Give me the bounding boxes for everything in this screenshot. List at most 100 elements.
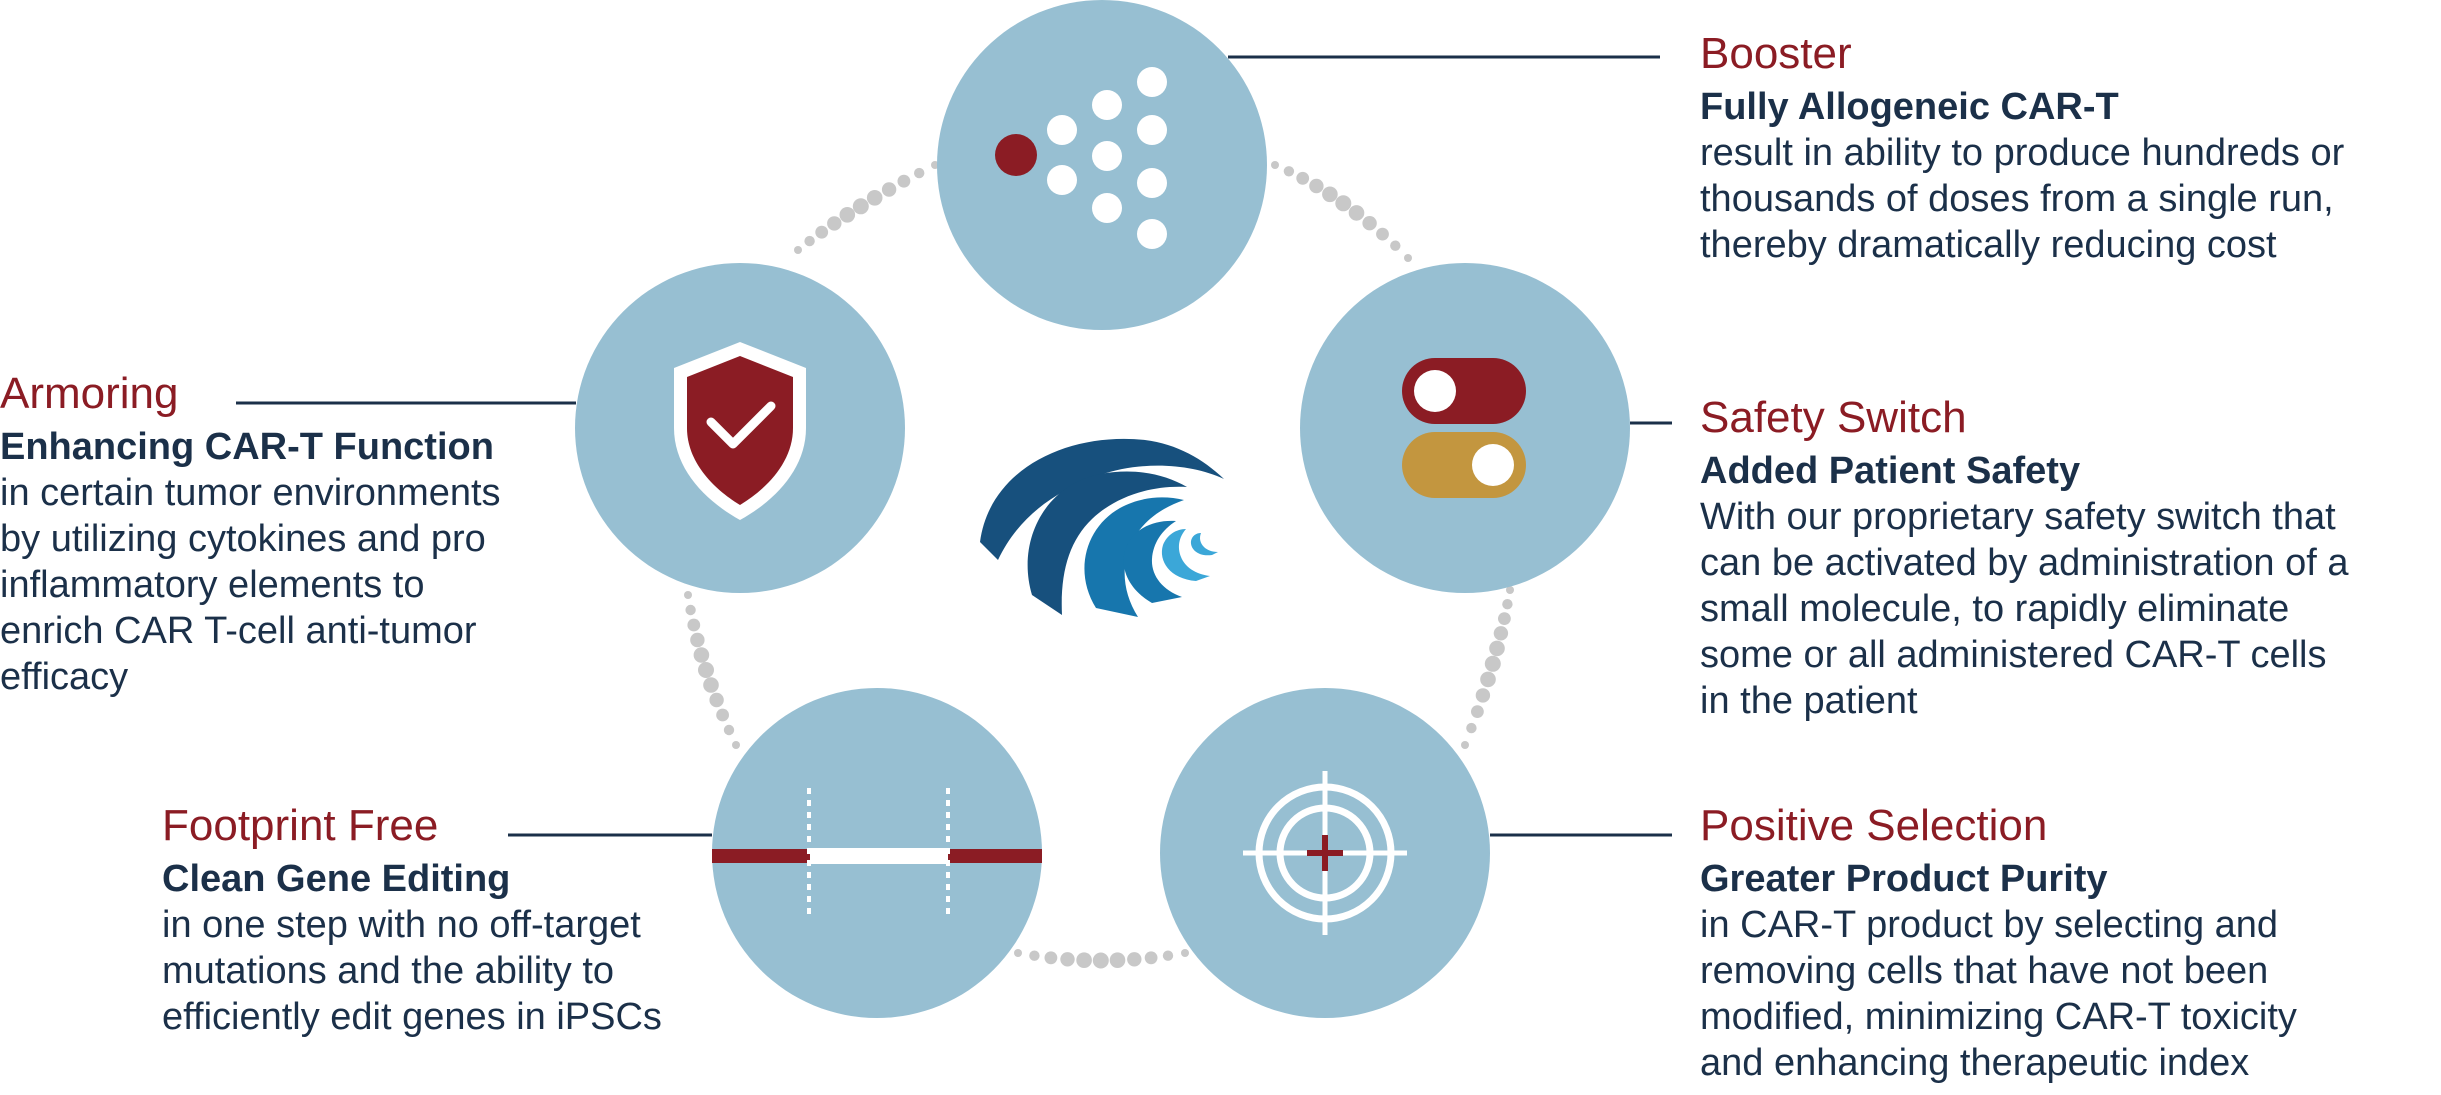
connector-dot	[852, 198, 869, 215]
connector-dot	[687, 618, 701, 632]
connector-dot	[1404, 254, 1412, 262]
connector-dot	[1390, 240, 1401, 251]
connector-dot	[1060, 952, 1075, 967]
dotted-connectors	[684, 161, 1514, 969]
description-line: thousands of doses from a single run,	[1700, 178, 2334, 220]
circle-safety	[1300, 263, 1630, 593]
feature-description: With our proprietary safety switch that …	[1700, 494, 2349, 724]
connector-dot	[1109, 952, 1126, 968]
connector-dot	[804, 235, 815, 247]
shield-check-icon	[674, 342, 806, 520]
connector-dot	[897, 174, 911, 188]
connector-dot	[931, 161, 939, 169]
feature-circles	[575, 0, 1630, 1018]
target-crosshair-icon	[1243, 771, 1407, 935]
feature-description: in one step with no off-target mutations…	[162, 902, 662, 1040]
description-line: inflammatory elements to	[0, 564, 425, 606]
feature-subtitle: Enhancing CAR-T Function	[0, 426, 494, 468]
description-line: With our proprietary safety switch that	[1700, 496, 2336, 538]
leader-lines	[236, 55, 1672, 837]
connector-dot	[1092, 952, 1109, 969]
description-line: efficacy	[0, 656, 129, 698]
description-line: in one step with no off-target	[162, 904, 641, 946]
connector-dot	[1506, 586, 1514, 594]
connector-dot	[1271, 161, 1279, 169]
feature-title: Armoring	[0, 369, 179, 418]
connector-dot	[685, 604, 696, 616]
description-line: removing cells that have not been	[1700, 950, 2269, 992]
description-line: mutations and the ability to	[162, 950, 615, 992]
feature-safety-switch: Safety Switch Added Patient Safety With …	[1700, 392, 2349, 724]
connector-dot	[866, 190, 883, 206]
connector-dot	[1484, 655, 1501, 672]
feature-description: in certain tumor environments by utilizi…	[0, 470, 501, 700]
feature-subtitle: Greater Product Purity	[1700, 858, 2108, 900]
feature-title: Booster	[1700, 29, 1852, 78]
connector-dot	[1335, 195, 1352, 212]
description-line: thereby dramatically reducing cost	[1700, 224, 2277, 266]
company-logo	[980, 438, 1224, 617]
connector-dot	[1475, 688, 1491, 703]
connector-dot	[684, 591, 692, 599]
feature-subtitle: Added Patient Safety	[1700, 450, 2081, 492]
description-line: can be activated by administration of a	[1700, 542, 2349, 584]
connector-dot	[1144, 951, 1158, 965]
gene-edit-icon	[712, 788, 1042, 914]
feature-title: Safety Switch	[1700, 393, 1967, 442]
connector-dot	[698, 662, 714, 678]
description-line: in certain tumor environments	[0, 472, 501, 514]
connector-dot	[815, 225, 829, 239]
feature-positive-selection: Positive Selection Greater Product Purit…	[1700, 800, 2297, 1086]
feature-booster: Booster Fully Allogeneic CAR-T result in…	[1700, 28, 2344, 268]
connector-dot	[1014, 949, 1022, 957]
connector-dot	[1029, 950, 1040, 961]
connector-dot	[690, 632, 705, 648]
connector-dot	[1502, 599, 1513, 610]
connector-dot	[1127, 952, 1142, 967]
feature-description: in CAR-T product by selecting and removi…	[1700, 902, 2297, 1086]
connector-dot	[1076, 952, 1092, 968]
connector-dot	[1466, 722, 1477, 734]
connector-dot	[1181, 949, 1189, 957]
connector-dot	[881, 182, 897, 197]
feature-subtitle: Fully Allogeneic CAR-T	[1700, 86, 2119, 128]
description-line: and enhancing therapeutic index	[1700, 1042, 2250, 1084]
feature-title: Positive Selection	[1700, 801, 2048, 850]
connector-dot	[794, 246, 802, 254]
connector-dot	[1376, 227, 1389, 241]
connector-dot	[716, 708, 729, 722]
dot-array-icon	[995, 67, 1167, 249]
connector-dot	[827, 216, 842, 231]
feature-description: result in ability to produce hundreds or…	[1700, 130, 2344, 268]
feature-footprint-free: Footprint Free Clean Gene Editing in one…	[162, 800, 662, 1040]
connector-dot	[723, 724, 735, 736]
connector-dot	[839, 207, 856, 223]
connector-dot	[1309, 178, 1324, 194]
connector-dot	[1498, 612, 1511, 625]
connector-dot	[1322, 186, 1338, 203]
toggle-switch-icon	[1402, 358, 1526, 498]
feature-armoring: Armoring Enhancing CAR-T Function in cer…	[0, 368, 501, 700]
connector-dot	[1362, 216, 1377, 231]
connector-dot	[914, 167, 925, 179]
connector-dot	[1493, 626, 1509, 641]
feature-title: Footprint Free	[162, 801, 439, 850]
description-line: in the patient	[1700, 680, 1918, 722]
description-line: in CAR-T product by selecting and	[1700, 904, 2279, 946]
connector-dot	[1283, 166, 1295, 177]
connector-dot	[1461, 741, 1469, 749]
description-line: small molecule, to rapidly eliminate	[1700, 588, 2290, 630]
connector-dot	[1480, 671, 1496, 688]
description-line: efficiently edit genes in iPSCs	[162, 996, 662, 1038]
feature-subtitle: Clean Gene Editing	[162, 858, 511, 900]
connector-dot	[1489, 640, 1505, 657]
description-line: result in ability to produce hundreds or	[1700, 132, 2345, 174]
description-line: modified, minimizing CAR-T toxicity	[1700, 996, 2297, 1038]
connector-dot	[693, 647, 710, 663]
description-line: by utilizing cytokines and pro	[0, 518, 486, 560]
connector-dot	[1162, 950, 1174, 961]
connector-dot	[732, 741, 740, 749]
connector-dot	[703, 677, 719, 693]
description-line: some or all administered CAR-T cells	[1700, 634, 2327, 676]
